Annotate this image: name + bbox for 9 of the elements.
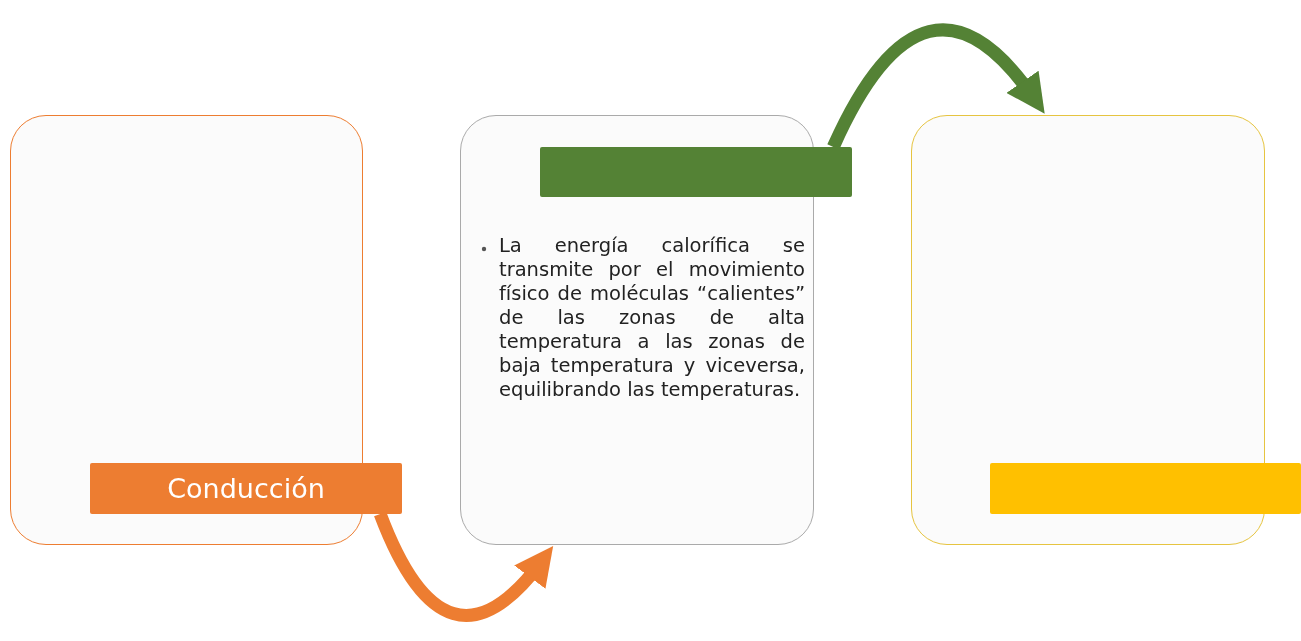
label-bar: Conducción (90, 463, 402, 514)
description-text: La energía calorífica se transmite por el movimiento físico de moléculas “calientes” de las zonas de alta temperatura a las zonas de baja temperatura y viceversa, equilibrando las temperaturas. (499, 234, 805, 402)
empty-label-bar (540, 147, 852, 197)
curved-arrow (374, 511, 554, 622)
rounded-card (460, 115, 814, 545)
empty-rounded-card (10, 115, 363, 545)
empty-label-bar (990, 463, 1301, 514)
curved-arrow (827, 23, 1046, 150)
empty-rounded-card (911, 115, 1265, 545)
